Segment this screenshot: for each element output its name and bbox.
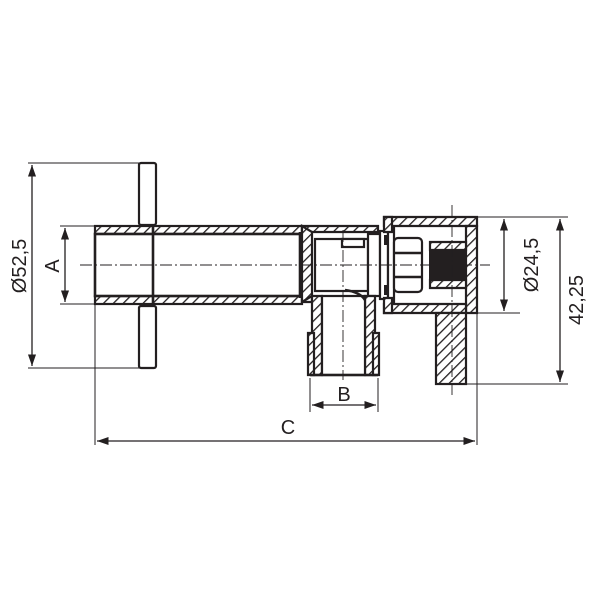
flange-plate <box>137 161 158 370</box>
outlet-thread-label: B <box>337 384 350 406</box>
valve-body <box>300 224 424 304</box>
outlet-pipe <box>306 288 381 377</box>
extension-lines <box>28 162 568 445</box>
center-lines <box>80 205 490 395</box>
dimension-lines <box>27 165 565 446</box>
flange-diameter-label: Ø52,5 <box>9 239 31 293</box>
overall-length-label: C <box>281 417 295 439</box>
inlet-thread-label: A <box>42 259 64 273</box>
cap-diameter-label: Ø24,5 <box>521 238 543 292</box>
cap-height-label: 42,25 <box>566 275 588 325</box>
